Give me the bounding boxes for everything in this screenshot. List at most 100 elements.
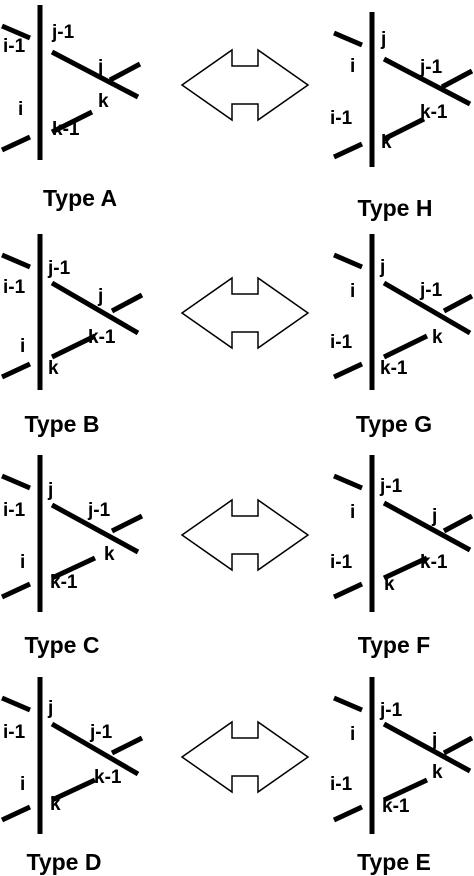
diagram-type-h: i i-1 j k j-1 k-1 Type H xyxy=(330,12,474,221)
label-left-lower: i-1 xyxy=(330,774,353,795)
label-left-lower: i xyxy=(20,552,25,573)
double-arrow-icon xyxy=(180,48,310,122)
double-arrow-icon xyxy=(180,720,310,794)
row-2: i-1 i j-1 k j k-1 Type B i i-1 j k-1 j-1… xyxy=(0,234,474,437)
label-left-lower: i-1 xyxy=(330,108,353,129)
strand-lower-left xyxy=(332,141,364,160)
crossing-over-strand xyxy=(382,56,472,107)
diagram-type-c: i-1 i j k-1 j-1 k Type C xyxy=(0,455,144,658)
label-crossing-upper: j-1 xyxy=(87,500,111,521)
crossing-over-strand xyxy=(50,280,140,336)
strand-upper-left xyxy=(1,252,31,270)
label-right-upper: j xyxy=(380,29,386,50)
strand-upper-left xyxy=(1,473,31,491)
label-right-upper: j-1 xyxy=(47,258,71,279)
label-right-upper: j-1 xyxy=(379,476,403,497)
crossing-over-strand xyxy=(382,280,472,336)
type-title: Type B xyxy=(25,411,100,437)
label-right-lower: k xyxy=(50,794,61,815)
row-3: i-1 i j k-1 j-1 k Type C i i-1 j-1 k j k… xyxy=(0,455,474,658)
strand-lower-left xyxy=(332,804,364,823)
label-crossing-upper: j-1 xyxy=(419,57,443,78)
label-left-upper: i-1 xyxy=(3,277,26,298)
label-left-lower: i xyxy=(20,774,25,795)
row-4: i-1 i j k j-1 k-1 Type D i i-1 j-1 k-1 j… xyxy=(0,677,474,875)
label-crossing-lower: k-1 xyxy=(94,767,122,788)
label-crossing-lower: k-1 xyxy=(88,327,116,348)
diagram-type-g: i i-1 j k-1 j-1 k Type G xyxy=(330,234,474,437)
crossing-under-strand-b xyxy=(110,513,144,534)
label-right-lower: k-1 xyxy=(382,796,410,817)
crossing-under-strand-b xyxy=(442,735,474,756)
label-crossing-upper: j-1 xyxy=(419,280,443,301)
label-right-lower: k xyxy=(384,574,395,595)
label-left-upper: i xyxy=(350,56,355,77)
label-left-lower: i-1 xyxy=(330,332,353,353)
type-title: Type H xyxy=(358,195,433,221)
double-arrow-icon xyxy=(180,276,310,350)
strand-lower-left xyxy=(332,361,364,380)
label-right-upper: j xyxy=(47,698,53,719)
label-crossing-upper: j-1 xyxy=(89,722,113,743)
type-title: Type A xyxy=(43,185,117,211)
strand-lower-left xyxy=(0,581,32,600)
double-arrow-icon xyxy=(180,498,310,572)
label-left-upper: i xyxy=(350,724,355,745)
strand-upper-left xyxy=(333,252,363,270)
type-title: Type F xyxy=(358,632,430,658)
crossing-under-strand-b xyxy=(442,513,474,534)
crossing-under-strand-a xyxy=(382,555,429,581)
diagram-type-d: i-1 i j k j-1 k-1 Type D xyxy=(0,677,144,875)
label-right-upper: j-1 xyxy=(379,700,403,721)
type-title: Type G xyxy=(356,411,432,437)
label-crossing-upper: j xyxy=(431,506,437,527)
crossing-under-strand-a xyxy=(382,777,429,803)
label-crossing-lower: k-1 xyxy=(420,102,448,123)
crossing-over-strand xyxy=(50,721,140,777)
label-right-lower: k-1 xyxy=(50,572,78,593)
strand-upper-left xyxy=(333,695,363,713)
label-left-upper: i-1 xyxy=(3,36,26,57)
label-left-lower: i xyxy=(20,336,25,357)
crossing-under-strand-a xyxy=(50,109,94,135)
crossing-under-strand-b xyxy=(442,293,474,314)
crossing-under-strand-a xyxy=(50,777,97,803)
label-left-lower: i xyxy=(18,99,23,120)
strand-upper-left xyxy=(1,695,31,713)
label-crossing-lower: k xyxy=(432,327,443,348)
strand-lower-left xyxy=(0,804,32,823)
strand-lower-left xyxy=(332,581,364,600)
label-crossing-upper: j xyxy=(97,286,103,307)
crossing-under-strand-a xyxy=(50,555,97,581)
diagram-type-a: i-1 i j-1 k-1 j k Type A xyxy=(0,5,142,211)
label-crossing-upper: j xyxy=(431,730,437,751)
label-left-upper: i xyxy=(350,281,355,302)
type-title: Type C xyxy=(25,632,100,658)
label-left-lower: i-1 xyxy=(330,552,353,573)
label-crossing-lower: k xyxy=(104,544,115,565)
crossing-under-strand-b xyxy=(108,61,142,83)
crossing-under-strand-b xyxy=(110,735,144,756)
label-right-lower: k xyxy=(48,358,59,379)
row-1: i-1 i j-1 k-1 j k Type A i i-1 j k j-1 k… xyxy=(0,5,474,221)
label-left-upper: i-1 xyxy=(3,500,26,521)
strand-lower-left xyxy=(0,361,32,380)
crossing-under-strand-a xyxy=(382,116,426,142)
crossing-over-strand xyxy=(50,502,140,555)
type-title: Type E xyxy=(357,849,431,875)
strand-upper-left xyxy=(333,30,363,48)
label-crossing-lower: k-1 xyxy=(420,552,448,573)
label-right-upper: j xyxy=(379,257,385,278)
crossing-under-strand-a xyxy=(50,333,97,360)
crossing-under-strand-a xyxy=(382,333,429,360)
diagram-type-e: i i-1 j-1 k-1 j k Type E xyxy=(330,677,474,875)
label-crossing-upper: j xyxy=(97,57,103,78)
label-right-lower: k-1 xyxy=(52,119,80,140)
label-right-upper: j xyxy=(47,480,53,501)
label-crossing-lower: k xyxy=(432,762,443,783)
diagram-type-f: i i-1 j-1 k j k-1 Type F xyxy=(330,455,474,658)
strand-upper-left xyxy=(333,473,363,491)
label-right-upper: j-1 xyxy=(51,22,75,43)
crossing-under-strand-b xyxy=(440,68,474,90)
type-title: Type D xyxy=(27,849,102,875)
